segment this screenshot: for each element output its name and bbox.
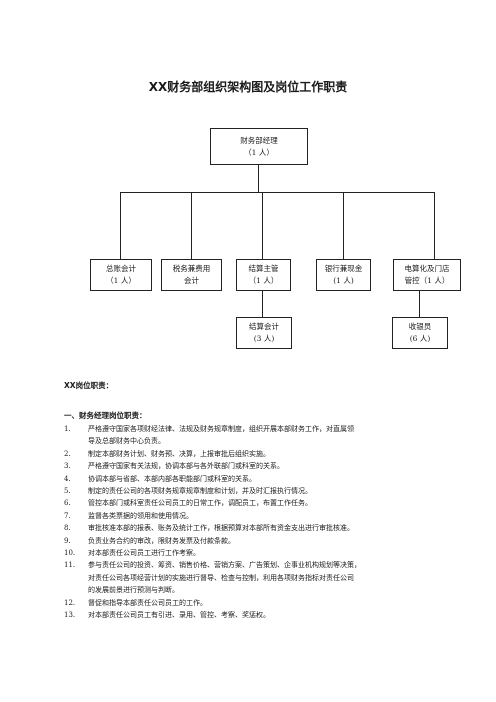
duty-number: 3. bbox=[64, 462, 71, 471]
org-box-count: (1 人) bbox=[333, 276, 354, 285]
duty-number: 7. bbox=[64, 511, 71, 520]
org-box-label: 银行兼现金 bbox=[324, 264, 363, 273]
org-box-count: （1 人） bbox=[244, 147, 274, 157]
duty-item: 9. 负责业务合约的审改，限财务发票及付款条款。 bbox=[64, 535, 444, 547]
duties-list: 1. 严格遵守国家各项财经法律、法规及财务规章制度，组织开展本部财务工作，对直属领… bbox=[64, 423, 444, 622]
duty-item: 2. 制定本部财务计划、财务预、决算，上报审批后组织实施。 bbox=[64, 448, 444, 460]
org-box-count: （1 人） bbox=[106, 276, 136, 285]
org-box-label: 收银员 bbox=[408, 322, 432, 331]
duty-number: 9. bbox=[64, 536, 71, 545]
section-heading: XX岗位职责： bbox=[64, 381, 114, 390]
duty-line: 严格遵守国家各项财经法律、法规及财务规章制度，组织开展本部财务工作，对直属领 bbox=[88, 425, 354, 433]
duty-number: 13. bbox=[64, 611, 76, 620]
duty-line: 对本部责任公司员工有引进、录用、管控、考察、奖惩权。 bbox=[88, 611, 270, 620]
org-box-computerization-stores: 电算化及门店 管控（1 人） bbox=[393, 259, 461, 291]
org-box-bank-cash: 银行兼现金 (1 人) bbox=[316, 259, 371, 291]
org-box-count: 管控（1 人） bbox=[404, 276, 450, 285]
duty-line: 审批核准本部的报表、账务及统计工作，根据预算对本部所有资金支出进行审批核准。 bbox=[88, 524, 354, 533]
duty-line: 严格遵守国家有关法规，协调本部与各外联部门或科室的关系。 bbox=[88, 462, 284, 471]
connector-line bbox=[120, 192, 121, 259]
duty-number: 1. bbox=[64, 425, 71, 433]
org-box-label: 结算会计 bbox=[249, 322, 279, 331]
connector-line bbox=[262, 192, 263, 259]
duty-line: 督促和指导本部责任公司员工的工作。 bbox=[88, 598, 207, 607]
duty-line: 参与责任公司的投资、筹资、销售价格、营销方案、广告策划、企事业机构规划等决策， bbox=[88, 561, 361, 570]
subsection-heading: 一、财务经理岗位职责： bbox=[64, 411, 147, 420]
duty-line: 对责任公司各项经营计划的实施进行督导、检查与控制，利用各项财务指标对责任公司 bbox=[88, 573, 354, 582]
duty-line: 制定本部财务计划、财务预、决算，上报审批后组织实施。 bbox=[88, 449, 270, 458]
org-box-tax-expense: 税务兼费用 会计 bbox=[161, 259, 222, 291]
duty-item: 4. 协调本部与省部、本部内部各职能部门或科室的关系。 bbox=[64, 473, 444, 485]
org-box-settlement-supervisor: 结算主管 （1 人） bbox=[236, 259, 291, 291]
org-box-label: 结算主管 bbox=[248, 264, 279, 273]
org-box-count: 会计 bbox=[184, 276, 199, 285]
org-box-manager: 财务部经理 （1 人） bbox=[210, 128, 308, 165]
org-box-count: (3 人) bbox=[253, 334, 275, 343]
duty-line: 管控本部门或科室责任公司员工的日常工作，调配员工，布置工作任务。 bbox=[88, 499, 312, 508]
duty-line: 监督各类票据的领用和使用情况。 bbox=[88, 511, 193, 520]
duty-item: 1. 严格遵守国家各项财经法律、法规及财务规章制度，组织开展本部财务工作，对直属领… bbox=[64, 423, 444, 448]
connector-line bbox=[419, 291, 420, 317]
duty-number: 10. bbox=[64, 549, 76, 558]
duty-number: 8. bbox=[64, 524, 71, 533]
org-box-count: (6 人) bbox=[409, 334, 431, 343]
duty-item: 13. 对本部责任公司员工有引进、录用、管控、考察、奖惩权。 bbox=[64, 609, 444, 621]
duty-number: 6. bbox=[64, 499, 71, 508]
org-box-label: 电算化及门店 bbox=[404, 264, 450, 273]
duty-item: 11. 参与责任公司的投资、筹资、销售价格、营销方案、广告策划、企事业机构规划等决… bbox=[64, 559, 444, 596]
duty-item: 3. 严格遵守国家有关法规，协调本部与各外联部门或科室的关系。 bbox=[64, 460, 444, 472]
connector-line bbox=[434, 192, 435, 259]
org-box-count: （1 人） bbox=[248, 276, 279, 285]
duty-line: 负责业务合约的审改，限财务发票及付款条款。 bbox=[88, 536, 235, 545]
connector-line bbox=[262, 291, 263, 317]
duty-item: 10. 对本部责任公司员工进行工作考察。 bbox=[64, 547, 444, 559]
duty-line: 对本部责任公司员工进行工作考察。 bbox=[88, 549, 200, 558]
duty-item: 7. 监督各类票据的领用和使用情况。 bbox=[64, 510, 444, 522]
duty-number: 11. bbox=[64, 561, 76, 570]
duty-number: 12. bbox=[64, 598, 76, 607]
org-box-label: 税务兼费用 bbox=[172, 264, 211, 273]
connector-line bbox=[120, 192, 435, 193]
org-box-cashier: 收银员 (6 人) bbox=[392, 317, 448, 349]
duty-line: 制定的责任公司的各项财务规章规章制度和计划，并及时汇报执行情况。 bbox=[88, 487, 312, 496]
duty-line: 的发展前景进行预测与判断。 bbox=[88, 586, 179, 595]
duty-item: 8. 审批核准本部的报表、账务及统计工作，根据预算对本部所有资金支出进行审批核准。 bbox=[64, 522, 444, 534]
connector-line bbox=[258, 165, 259, 192]
connector-line bbox=[343, 192, 344, 259]
duty-item: 12. 督促和指导本部责任公司员工的工作。 bbox=[64, 597, 444, 609]
org-box-label: 总账会计 bbox=[106, 264, 136, 273]
duty-item: 5. 制定的责任公司的各项财务规章规章制度和计划，并及时汇报执行情况。 bbox=[64, 485, 444, 497]
duty-number: 2. bbox=[64, 449, 71, 458]
page-title: XX财务部组织架构图及岗位工作职责 bbox=[148, 80, 348, 94]
duty-line: 协调本部与省部、本部内部各职能部门或科室的关系。 bbox=[88, 474, 256, 483]
org-box-label: 财务部经理 bbox=[240, 135, 278, 145]
duty-item: 6. 管控本部门或科室责任公司员工的日常工作，调配员工，布置工作任务。 bbox=[64, 497, 444, 509]
org-box-general-ledger: 总账会计 （1 人） bbox=[90, 259, 152, 291]
connector-line bbox=[191, 192, 192, 259]
duty-line: 导及总部财务中心负责。 bbox=[88, 437, 165, 446]
org-box-settlement-accountant: 结算会计 (3 人) bbox=[236, 317, 292, 349]
duty-number: 5. bbox=[64, 487, 71, 496]
duty-number: 4. bbox=[64, 474, 71, 483]
